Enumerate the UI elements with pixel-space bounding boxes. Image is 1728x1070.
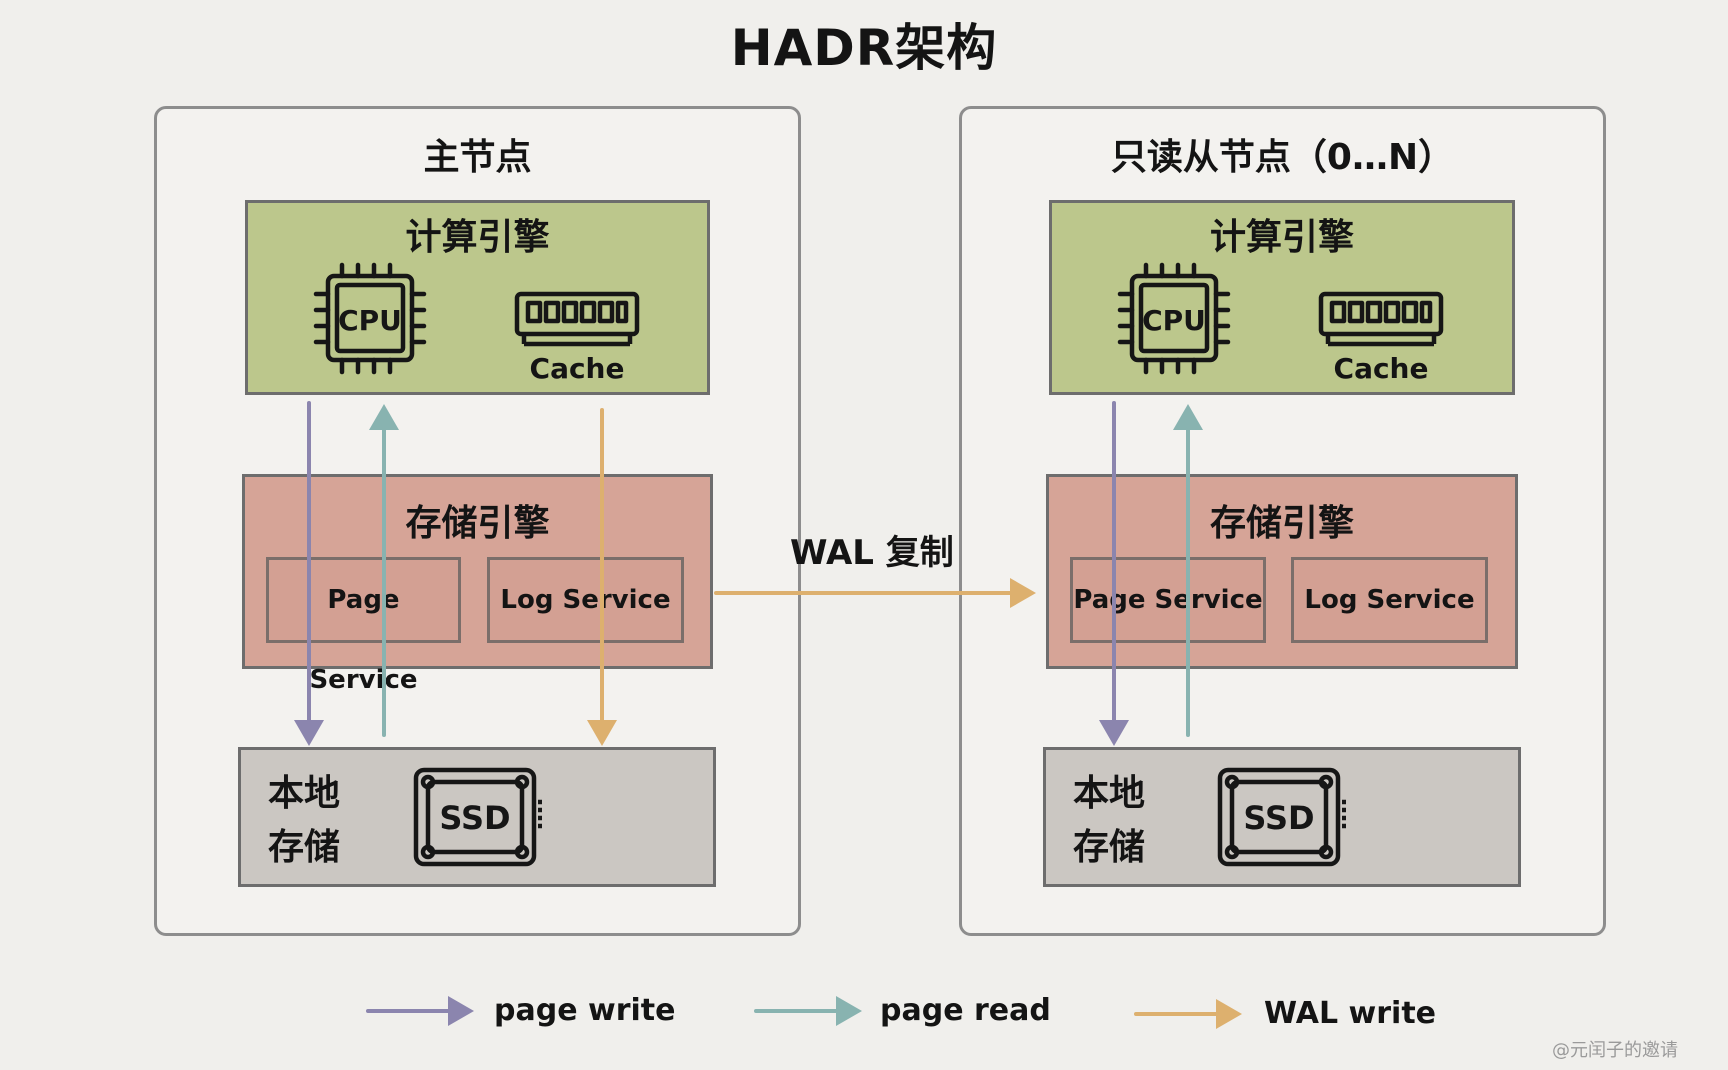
ssd-icon: SSD [1217, 767, 1346, 867]
local-label-line1: 本地 [1073, 773, 1146, 814]
legend-page-write-label: page write [494, 993, 676, 1028]
ssd-icon-text: SSD [439, 799, 510, 837]
replica-compute-title: 计算引擎 [1209, 217, 1354, 258]
legend-wal-write-label: WAL write [1264, 996, 1437, 1031]
replica-page-service: Page Service [1070, 557, 1266, 643]
primary-local-label: 本地 存储 [268, 767, 340, 875]
wal-replication-label: WAL 复制 [790, 533, 954, 573]
primary-compute-engine [245, 200, 710, 395]
legend-page-write-arrow [366, 996, 474, 1026]
local-label-line2: 存储 [1073, 827, 1146, 868]
wal-replication-arrow [714, 578, 1036, 608]
watermark: @元闰子的邀请 [1552, 1040, 1678, 1061]
cache-label: Cache [1333, 352, 1429, 385]
primary-storage-title: 存储引擎 [405, 503, 550, 544]
primary-log-service: Log Service [487, 557, 684, 643]
wal-write-arrow [587, 408, 617, 746]
cpu-icon-text: CPU [1142, 304, 1206, 337]
cache-icon [1318, 291, 1444, 347]
page-read-arrow [369, 404, 399, 737]
diagram-title: HADR架构 [730, 19, 998, 77]
local-label-line1: 本地 [268, 773, 341, 814]
replica-node-title: 只读从节点（0…N） [1110, 137, 1455, 178]
primary-node-title: 主节点 [423, 137, 532, 178]
cpu-icon-text: CPU [338, 304, 402, 337]
replica-storage-title: 存储引擎 [1209, 503, 1354, 544]
cache-icon [514, 291, 640, 347]
cpu-icon: CPU [1117, 262, 1231, 375]
ssd-icon: SSD [413, 767, 542, 867]
page-write-arrow [294, 401, 324, 746]
legend-page-read-label: page read [880, 993, 1051, 1028]
local-label-line2: 存储 [268, 827, 341, 868]
cpu-icon: CPU [313, 262, 427, 375]
replica-compute-engine [1049, 200, 1515, 395]
ssd-icon-text: SSD [1243, 799, 1314, 837]
replica-log-service: Log Service [1291, 557, 1488, 643]
replica-local-label: 本地 存储 [1073, 767, 1145, 875]
legend-wal-write-arrow [1134, 999, 1242, 1029]
primary-compute-title: 计算引擎 [405, 217, 550, 258]
legend-page-read-arrow [754, 996, 862, 1026]
primary-page-service: Page Service [266, 557, 461, 695]
page-write-arrow [1099, 401, 1129, 746]
page-read-arrow [1173, 404, 1203, 737]
cache-label: Cache [529, 352, 625, 385]
